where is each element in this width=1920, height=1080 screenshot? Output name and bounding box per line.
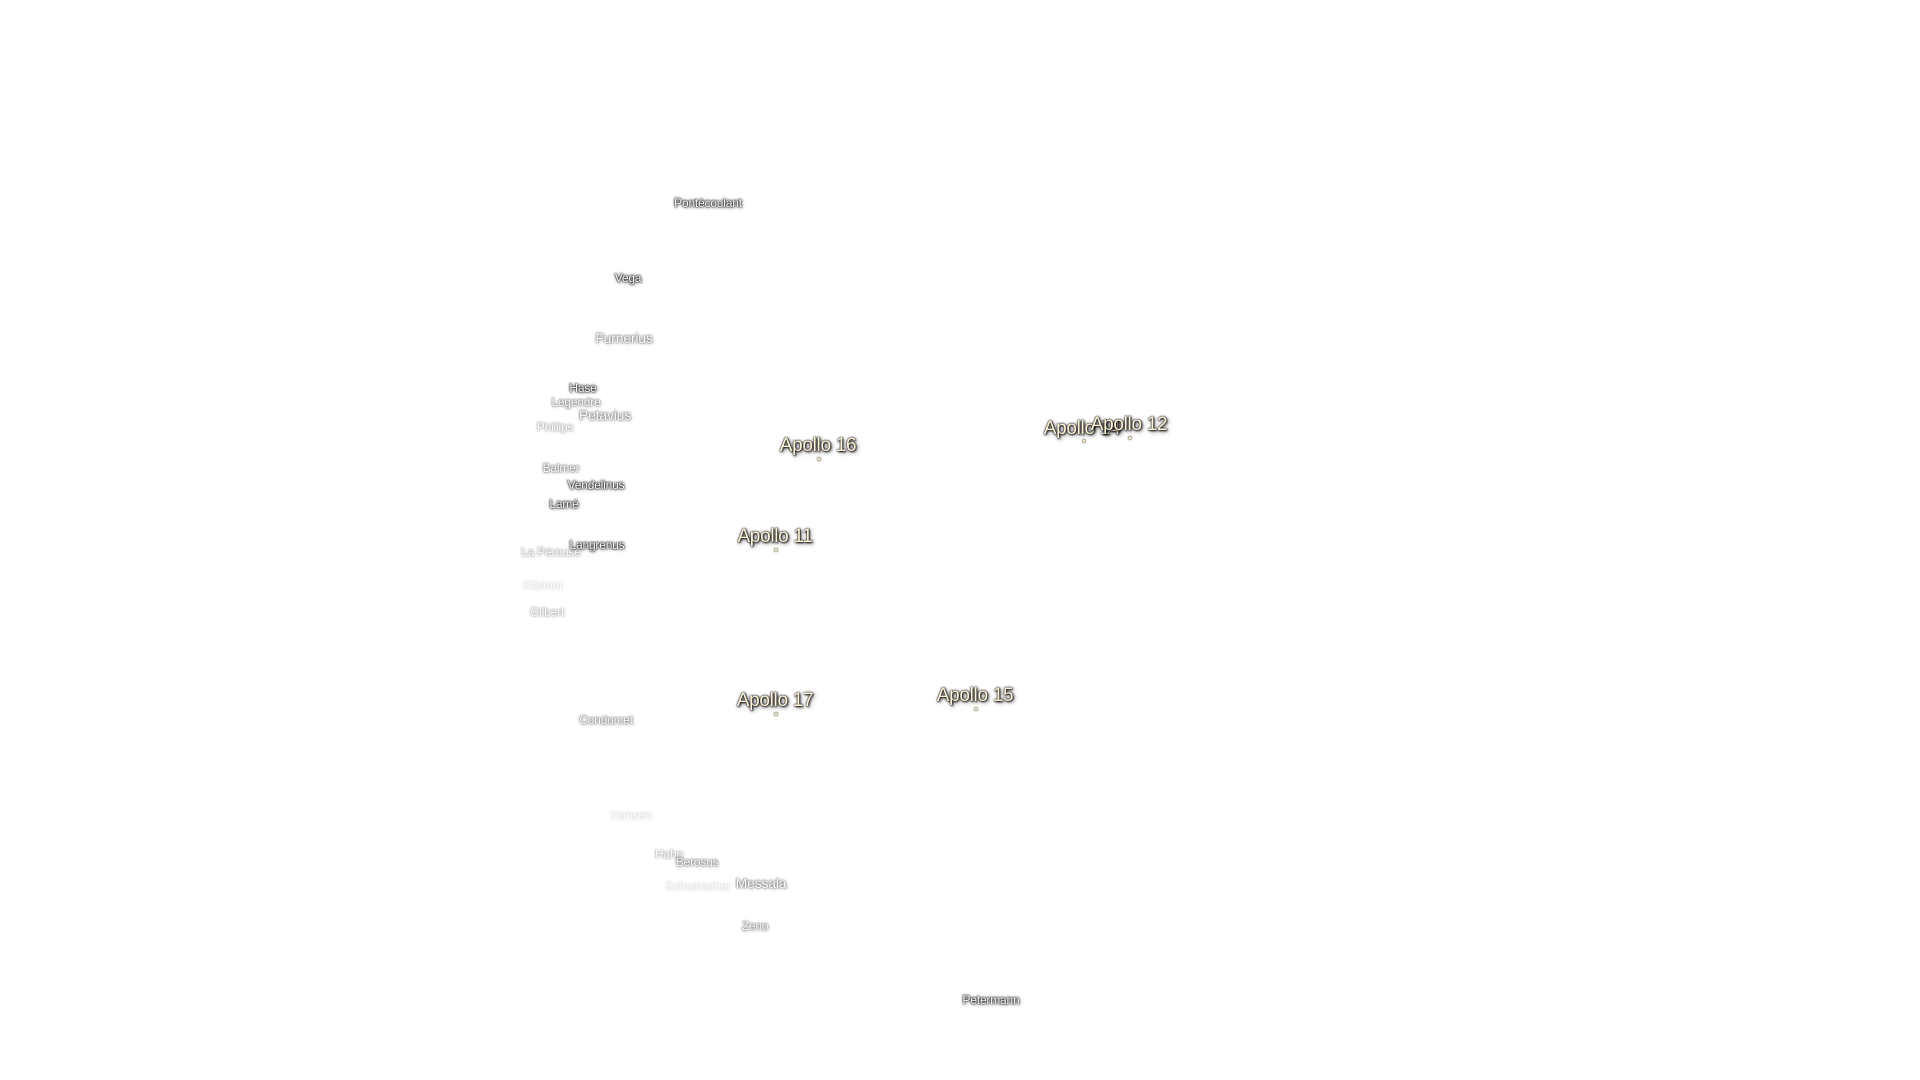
landing-site-marker-apollo-16[interactable] — [817, 457, 821, 461]
crater-label-vega: Vega — [614, 271, 642, 285]
crater-label-hahn: Hahn — [655, 847, 683, 861]
crater-label-schumacher: Schumacher — [665, 879, 731, 893]
landing-site-marker-apollo-11[interactable] — [774, 548, 778, 552]
crater-label-pontecoulant: Pontécoulant — [674, 196, 742, 210]
landing-site-label-apollo-17[interactable]: Apollo 17 — [736, 690, 814, 711]
crater-label-la-perouse: La Pérouse — [521, 545, 581, 559]
landing-site-marker-apollo-15[interactable] — [974, 707, 978, 711]
crater-label-berosus: Berosus — [675, 855, 719, 869]
crater-label-furnerius: Furnerius — [595, 330, 653, 346]
crater-label-legendre: Legendre — [551, 395, 601, 409]
crater-label-gilbert: Gilbert — [530, 605, 564, 619]
landing-site-marker-apollo-17[interactable] — [774, 712, 778, 716]
crater-label-hansen: Hansen — [610, 808, 652, 822]
landing-site-label-apollo-16[interactable]: Apollo 16 — [779, 435, 857, 456]
crater-label-vendelinus: Vendelinus — [567, 478, 625, 492]
crater-label-messala: Messala — [735, 875, 787, 891]
crater-label-phillips: Phillips — [536, 420, 574, 434]
landing-site-marker-apollo-12[interactable] — [1128, 436, 1132, 440]
landing-site-label-apollo-14[interactable]: Apollo 14 — [1043, 418, 1121, 439]
crater-label-lame: Lamé — [549, 497, 579, 511]
landing-site-label-apollo-12[interactable]: Apollo 12 — [1090, 414, 1168, 435]
crater-label-condorcet: Condorcet — [579, 713, 633, 727]
crater-label-langrenus: Langrenus — [569, 538, 625, 552]
crater-label-zeno: Zeno — [741, 919, 769, 933]
crater-label-hase: Hase — [569, 381, 597, 395]
landing-site-label-apollo-15[interactable]: Apollo 15 — [936, 685, 1014, 706]
crater-label-petermann: Petermann — [962, 993, 1020, 1007]
crater-label-kastner: Kästner — [523, 578, 563, 592]
landing-site-label-apollo-11[interactable]: Apollo 11 — [737, 526, 813, 547]
landing-site-marker-apollo-14[interactable] — [1082, 439, 1086, 443]
crater-label-petavius: Petavius — [578, 407, 632, 423]
crater-label-balmer: Balmer — [542, 461, 580, 475]
